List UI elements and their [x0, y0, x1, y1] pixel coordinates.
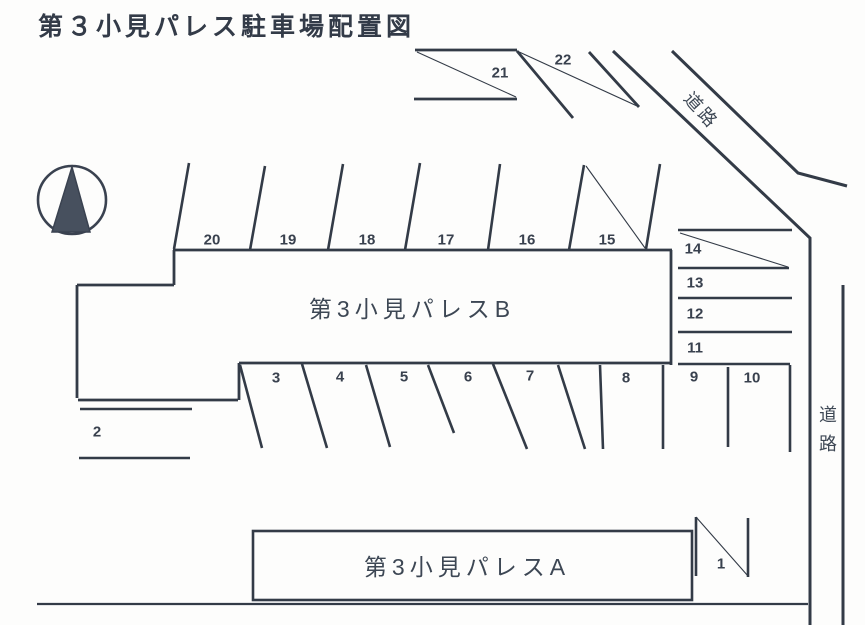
stall-5-label: 5: [399, 368, 409, 386]
stall-21-box-lines: [414, 48, 517, 101]
building-a-label: 第3小見パレスA: [363, 554, 571, 580]
thin-marker-diagonals: [416, 50, 789, 577]
stall-row-3-8-dividers: [238, 363, 665, 450]
stall-block-9-14-lines: [678, 228, 792, 452]
stall-2-label: 2: [92, 423, 102, 441]
stall-4-label: 4: [335, 368, 345, 386]
stall-8-label: 8: [621, 369, 631, 387]
stall-17-label: 17: [437, 231, 455, 249]
stall-6-label: 6: [463, 368, 473, 386]
stall-22-divider-lines: [515, 50, 641, 119]
road-edge-lines: [611, 49, 848, 625]
stall-15-label: 15: [598, 231, 616, 249]
stall-19-label: 19: [279, 231, 297, 249]
stall-1-label: 1: [716, 555, 726, 573]
stall-14-label: 14: [684, 240, 702, 258]
stall-10-label: 10: [743, 369, 761, 387]
stall-16-label: 16: [518, 231, 536, 249]
stall-12-label: 12: [686, 305, 704, 323]
building-a-rect: [251, 529, 694, 602]
stall-3-label: 3: [271, 369, 281, 387]
stall-2-lines: [79, 407, 192, 460]
stall-11-label: 11: [687, 339, 703, 357]
stall-9-label: 9: [689, 368, 699, 386]
stall-13-label: 13: [686, 274, 704, 292]
building-b-label: 第3小見パレスB: [308, 296, 516, 322]
building-b-outline: [75, 248, 673, 402]
stall-1-lines: [694, 517, 750, 577]
stall-22-label: 22: [554, 51, 572, 69]
page-title: 第３小見パレス駐車場配置図: [38, 13, 416, 41]
stall-20-label: 20: [203, 231, 221, 249]
compass-icon: [36, 164, 108, 236]
stall-row-15-20-dividers: [172, 162, 662, 251]
stall-18-label: 18: [358, 231, 376, 249]
road-label-right: 道路: [817, 405, 837, 463]
stall-21-label: 21: [491, 64, 509, 82]
north-arrow-icon: [50, 164, 91, 233]
stall-7-label: 7: [525, 367, 535, 385]
